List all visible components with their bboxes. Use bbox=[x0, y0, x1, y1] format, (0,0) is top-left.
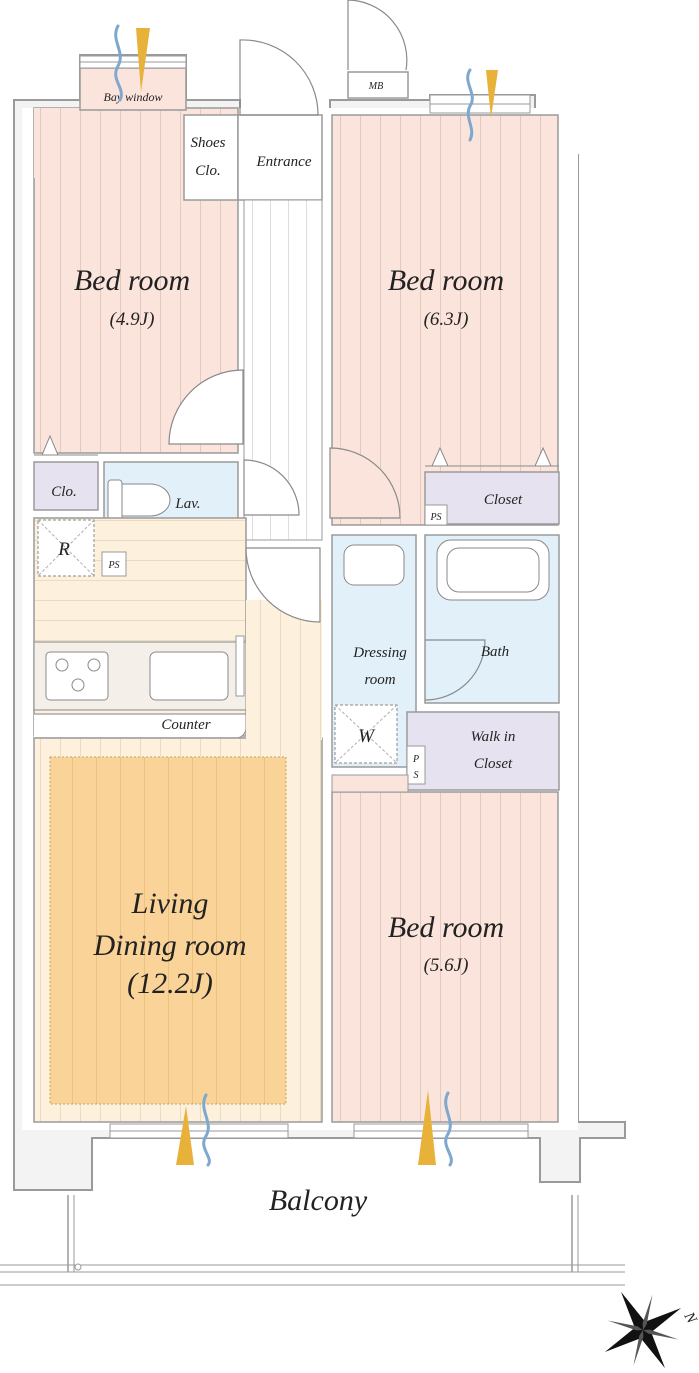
compass-north-label: N bbox=[680, 1309, 699, 1327]
pipe-space-ne-label: PS bbox=[429, 512, 441, 523]
bedroom-se-size: (5.6J) bbox=[424, 955, 469, 976]
bedroom-se bbox=[331, 774, 559, 1123]
walk-in-closet: Walk in Closet P S bbox=[406, 711, 560, 791]
washer-label: W bbox=[358, 726, 376, 747]
closet-small-label: Clo. bbox=[51, 484, 76, 500]
living-label-1: Living bbox=[131, 887, 209, 920]
bedroom-ne bbox=[331, 94, 559, 526]
bedroom-nw-label: Bed room bbox=[74, 264, 190, 297]
balcony-label: Balcony bbox=[269, 1184, 368, 1217]
windows bbox=[109, 1123, 529, 1139]
kitchen: R PS Counter bbox=[33, 517, 247, 739]
dressing-room-label-2: room bbox=[364, 672, 395, 688]
entrance-label: Entrance bbox=[256, 154, 312, 170]
bay-window: Bay window bbox=[79, 55, 187, 111]
entrance-area: Shoes Clo. Entrance MB bbox=[183, 0, 409, 201]
closet-small: Clo. bbox=[33, 434, 99, 511]
meter-box-label: MB bbox=[368, 81, 383, 92]
shoes-closet-label-1: Shoes bbox=[191, 135, 226, 151]
closet-ne: Closet PS bbox=[424, 446, 560, 526]
balcony: Balcony bbox=[0, 1184, 625, 1286]
pipe-space-wic-label-1: P bbox=[412, 754, 419, 765]
bath-label: Bath bbox=[481, 644, 509, 660]
pipe-space-kitchen-label: PS bbox=[107, 560, 119, 571]
walk-in-closet-label-2: Closet bbox=[474, 756, 513, 772]
dressing-room-label-1: Dressing bbox=[352, 645, 407, 661]
living-dining-room: Living Dining room (12.2J) bbox=[33, 600, 323, 1123]
living-size: (12.2J) bbox=[127, 967, 213, 1000]
bedroom-ne-label: Bed room bbox=[388, 264, 504, 297]
bedroom-ne-size: (6.3J) bbox=[424, 309, 469, 330]
counter-label: Counter bbox=[161, 717, 210, 733]
bay-window-label: Bay window bbox=[104, 90, 163, 104]
walk-in-closet-label-1: Walk in bbox=[471, 729, 516, 745]
lavatory-label: Lav. bbox=[174, 496, 200, 512]
bedroom-nw-size: (4.9J) bbox=[110, 309, 155, 330]
bedroom-se-label: Bed room bbox=[388, 911, 504, 944]
pipe-space-wic-label-2: S bbox=[414, 770, 419, 781]
door-swings bbox=[168, 369, 401, 623]
closet-label: Closet bbox=[484, 492, 523, 508]
sunlight-icon bbox=[136, 28, 498, 1165]
ventilation-icon bbox=[114, 24, 474, 1167]
living-label-2: Dining room bbox=[92, 929, 246, 962]
compass-icon bbox=[604, 1291, 682, 1369]
shoes-closet-label-2: Clo. bbox=[195, 163, 220, 179]
refrigerator-label: R bbox=[57, 539, 70, 560]
bathroom: Bath bbox=[424, 534, 560, 704]
dressing-room: Dressing room W bbox=[331, 534, 417, 768]
